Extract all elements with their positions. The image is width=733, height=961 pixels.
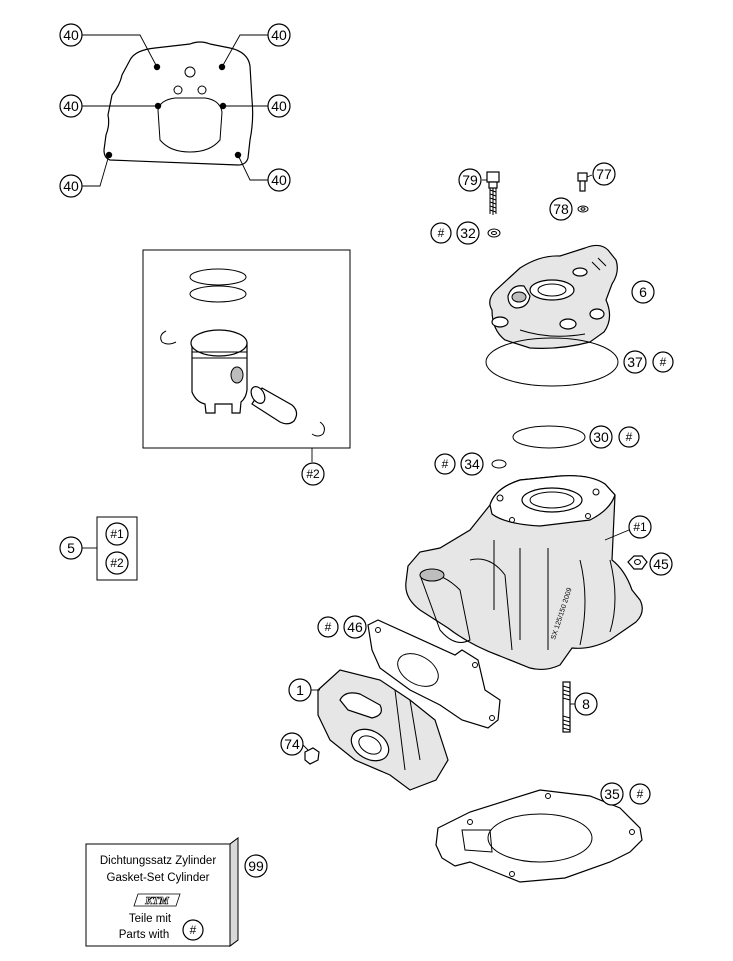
callout-78: 78	[549, 197, 573, 221]
svg-text:#: #	[325, 620, 332, 634]
callout-37-hash: #	[652, 351, 674, 373]
svg-text:99: 99	[248, 858, 264, 874]
piston	[190, 329, 248, 414]
callout-8: 8	[574, 692, 598, 716]
callout-5-kit-2: #2	[105, 551, 129, 575]
head-gasket-o-ring	[485, 337, 619, 387]
seal-34	[491, 459, 507, 469]
svg-text:#2: #2	[306, 467, 320, 481]
callout-74: 74	[280, 732, 304, 756]
svg-text:46: 46	[347, 619, 363, 635]
svg-text:#: #	[442, 457, 449, 471]
svg-text:34: 34	[464, 456, 480, 472]
svg-text:45: 45	[653, 556, 669, 572]
leader-cylinder-kit	[604, 529, 630, 541]
base-gasket-46	[367, 619, 501, 729]
svg-text:8: 8	[582, 696, 590, 712]
callout-40-bottom-left: 40	[59, 174, 83, 198]
cylinder-head-bolt	[482, 171, 500, 215]
callout-99: 99	[244, 854, 268, 878]
kit-box-line2: Gasket-Set Cylinder	[107, 872, 210, 884]
callout-5-kit-1: #1	[105, 522, 129, 546]
svg-text:32: 32	[460, 225, 476, 241]
washer-bolt	[487, 228, 501, 238]
callout-1: 1	[288, 678, 312, 702]
svg-text:#: #	[190, 923, 197, 937]
callout-34-hash: #	[434, 453, 456, 475]
screw-74	[302, 744, 320, 765]
callout-30: 30	[589, 425, 613, 449]
cylinder-nut	[627, 555, 648, 570]
svg-text:40: 40	[271, 98, 287, 114]
kit-box-hash: #	[182, 919, 204, 941]
svg-text:30: 30	[593, 429, 609, 445]
callout-5: 5	[59, 536, 83, 560]
o-ring-30	[512, 425, 586, 449]
svg-text:40: 40	[271, 172, 287, 188]
kit-box-line1: Dichtungssatz Zylinder	[100, 855, 216, 867]
flange-gasket-plate	[103, 41, 254, 166]
svg-text:77: 77	[596, 166, 612, 182]
svg-text:40: 40	[271, 27, 287, 43]
callout-40-bottom-right: 40	[267, 168, 291, 192]
svg-text:#: #	[438, 226, 445, 240]
svg-text:#2: #2	[110, 556, 124, 570]
callout-40-mid-right: 40	[267, 94, 291, 118]
callout-37: 37	[623, 350, 647, 374]
cylinder-base-gasket-35	[435, 789, 643, 883]
svg-text:35: 35	[604, 786, 620, 802]
ktm-logo-text: KTM	[144, 895, 170, 907]
washer-small	[577, 205, 589, 213]
svg-text:40: 40	[63, 178, 79, 194]
svg-text:1: 1	[296, 682, 304, 698]
cylinder	[405, 475, 643, 671]
kit-box-line4: Parts with	[119, 929, 170, 941]
kit-box-line3: Teile mit	[129, 913, 172, 925]
gasket-kit-box: Dichtungssatz Zylinder Gasket-Set Cylind…	[85, 837, 239, 947]
small-screw	[577, 172, 593, 192]
piston-rings	[189, 268, 247, 303]
callout-77: 77	[592, 162, 616, 186]
callout-piston-kit: #2	[301, 462, 325, 486]
callout-40-mid-left: 40	[59, 94, 83, 118]
cylinder-head	[489, 244, 618, 349]
callout-35-hash: #	[629, 783, 651, 805]
svg-text:78: 78	[553, 201, 569, 217]
callout-cylinder-kit: #1	[628, 515, 652, 539]
callout-6: 6	[631, 280, 655, 304]
svg-text:79: 79	[462, 172, 478, 188]
callout-32: 32	[456, 221, 480, 245]
callout-35: 35	[600, 782, 624, 806]
svg-text:#: #	[660, 355, 667, 369]
svg-text:6: 6	[639, 284, 647, 300]
svg-text:#: #	[626, 430, 633, 444]
callout-40-top-left: 40	[59, 23, 83, 47]
svg-text:#: #	[637, 787, 644, 801]
callout-46-hash: #	[317, 616, 339, 638]
callout-79: 79	[458, 168, 482, 192]
svg-text:#1: #1	[633, 520, 647, 534]
svg-text:40: 40	[63, 98, 79, 114]
callout-32-hash: #	[430, 222, 452, 244]
callout-40-top-right: 40	[267, 23, 291, 47]
svg-text:40: 40	[63, 27, 79, 43]
svg-text:5: 5	[67, 540, 75, 556]
svg-text:#1: #1	[110, 527, 124, 541]
svg-text:37: 37	[627, 354, 643, 370]
intake-flange	[317, 669, 449, 791]
piston-pin	[250, 386, 298, 425]
callout-46: 46	[343, 615, 367, 639]
callout-34: 34	[460, 452, 484, 476]
callout-30-hash: #	[618, 426, 640, 448]
gasket-leader-lines	[82, 34, 268, 187]
svg-text:74: 74	[284, 736, 300, 752]
circlips	[160, 330, 325, 437]
callout-45: 45	[649, 552, 673, 576]
stud-bolt	[562, 681, 575, 733]
callouts: 40 40 40 40 40 40 79 77 78 # 32 6 37 # 3…	[59, 23, 674, 941]
ktm-logo: KTM	[133, 893, 181, 907]
